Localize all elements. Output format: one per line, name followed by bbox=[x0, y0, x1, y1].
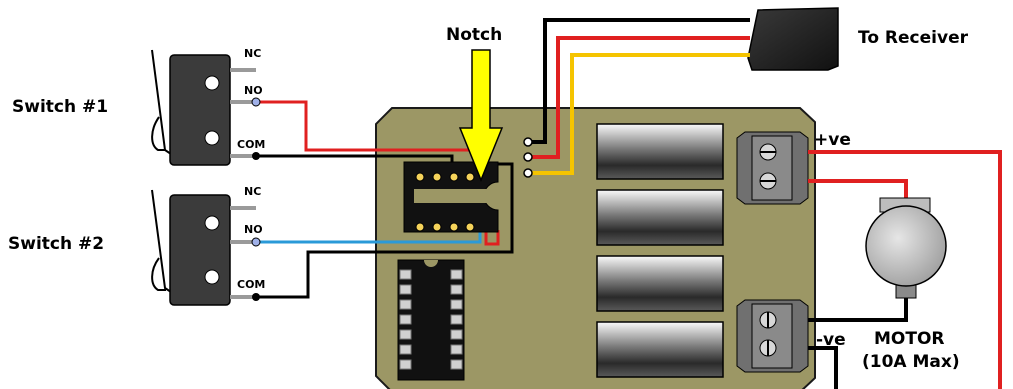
receiver-pins bbox=[523, 137, 533, 178]
ic-socket bbox=[403, 161, 499, 233]
positive-label: +ve bbox=[814, 130, 851, 150]
switch-1-nc-label: NC bbox=[244, 47, 261, 60]
power-wires bbox=[808, 150, 1002, 389]
switch-1-no-label: NO bbox=[244, 84, 263, 97]
motor-rating-label: (10A Max) bbox=[862, 352, 960, 372]
notch-label: Notch bbox=[446, 25, 502, 45]
switch-2-nc-label: NC bbox=[244, 185, 261, 198]
dip-chip bbox=[397, 259, 465, 381]
relay-2 bbox=[596, 189, 724, 246]
switch-2 bbox=[151, 189, 256, 306]
switch-1-com-label: COM bbox=[237, 138, 265, 151]
receiver-label: To Receiver bbox=[858, 28, 969, 48]
terminal-block-top bbox=[736, 131, 809, 205]
relays bbox=[596, 123, 724, 378]
switch-2-com-label: COM bbox=[237, 278, 265, 291]
notch-arrow bbox=[458, 49, 504, 183]
receiver-wires bbox=[528, 18, 750, 175]
negative-label: -ve bbox=[816, 330, 846, 350]
switch-2-label: Switch #2 bbox=[8, 234, 104, 254]
relay-3 bbox=[596, 255, 724, 312]
switch-1 bbox=[151, 49, 256, 166]
relay-4 bbox=[596, 321, 724, 378]
motor bbox=[865, 197, 947, 299]
relay-1 bbox=[596, 123, 724, 180]
switch-1-label: Switch #1 bbox=[12, 97, 108, 117]
receiver-module bbox=[747, 7, 839, 71]
terminal-block-bottom bbox=[736, 299, 809, 373]
switch-terminals bbox=[251, 97, 261, 301]
motor-label: MOTOR bbox=[874, 329, 945, 349]
switch-2-no-label: NO bbox=[244, 223, 263, 236]
